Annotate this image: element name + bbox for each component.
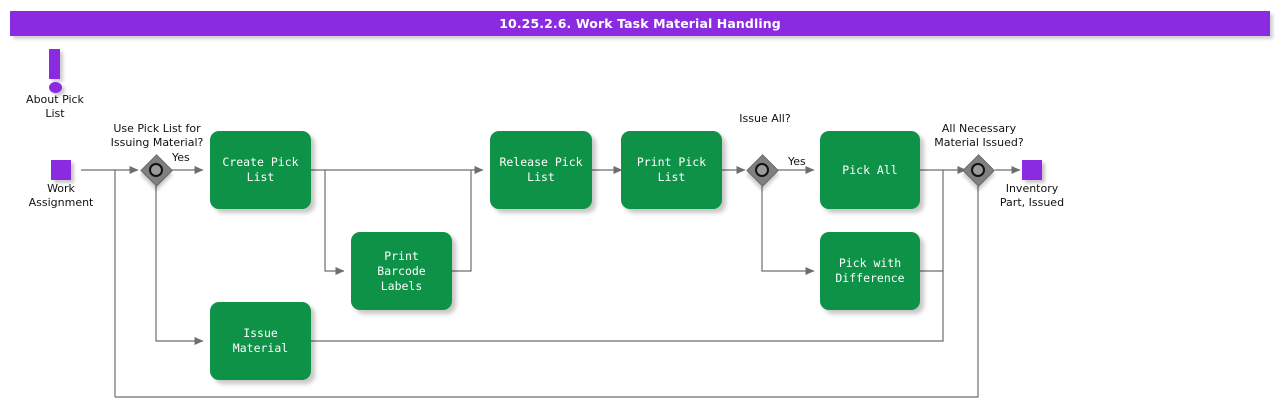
gateway-use-pick-list[interactable]	[140, 154, 174, 188]
task-print-pick-list[interactable]: Print Pick List	[621, 131, 722, 209]
edge-create-to-barcode	[324, 170, 345, 275]
edge-issue-all-no	[761, 186, 815, 275]
gateway-inclusive-ring-icon	[971, 163, 985, 177]
task-issue-material[interactable]: Issue Material	[210, 302, 311, 380]
gateway-all-necessary-material-issued[interactable]	[962, 154, 996, 188]
edge-issue-material-to-join	[311, 271, 944, 342]
data-object-work-assignment[interactable]	[51, 160, 71, 180]
edge-barcode-to-release	[452, 170, 472, 272]
task-release-pick-list[interactable]: Release Pick List	[490, 131, 592, 209]
edge-label-use-pick-list-yes: Yes	[172, 151, 190, 164]
about-pick-list-label: About Pick List	[26, 93, 84, 120]
edge-label-issue-all-yes: Yes	[788, 155, 806, 168]
gateway-issue-all[interactable]	[746, 154, 780, 188]
use-pick-list-gateway-label: Use Pick List for Issuing Material?	[110, 122, 204, 149]
edge-pick-diff-to-final-gateway	[920, 170, 944, 272]
issue-all-gateway-label: Issue All?	[739, 112, 791, 125]
edge-use-pick-list-no	[155, 186, 204, 345]
work-assignment-label: Work Assignment	[28, 182, 94, 209]
data-object-inventory-part-issued[interactable]	[1022, 160, 1042, 180]
gateway-inclusive-ring-icon	[149, 163, 163, 177]
task-create-pick-list[interactable]: Create Pick List	[210, 131, 311, 209]
edge-loop-back-to-use-pick-list	[115, 186, 979, 398]
about-pick-list-annotation	[49, 49, 62, 94]
page-title: 10.25.2.6. Work Task Material Handling	[10, 11, 1270, 36]
task-pick-all[interactable]: Pick All	[820, 131, 920, 209]
inventory-part-issued-label: Inventory Part, Issued	[999, 182, 1065, 209]
exclamation-icon	[49, 49, 60, 79]
task-print-barcode-labels[interactable]: Print Barcode Labels	[351, 232, 452, 310]
all-necessary-material-issued-gateway-label: All Necessary Material Issued?	[934, 122, 1024, 149]
exclamation-dot-icon	[49, 82, 62, 93]
task-pick-with-difference[interactable]: Pick with Difference	[820, 232, 920, 310]
gateway-inclusive-ring-icon	[755, 163, 769, 177]
